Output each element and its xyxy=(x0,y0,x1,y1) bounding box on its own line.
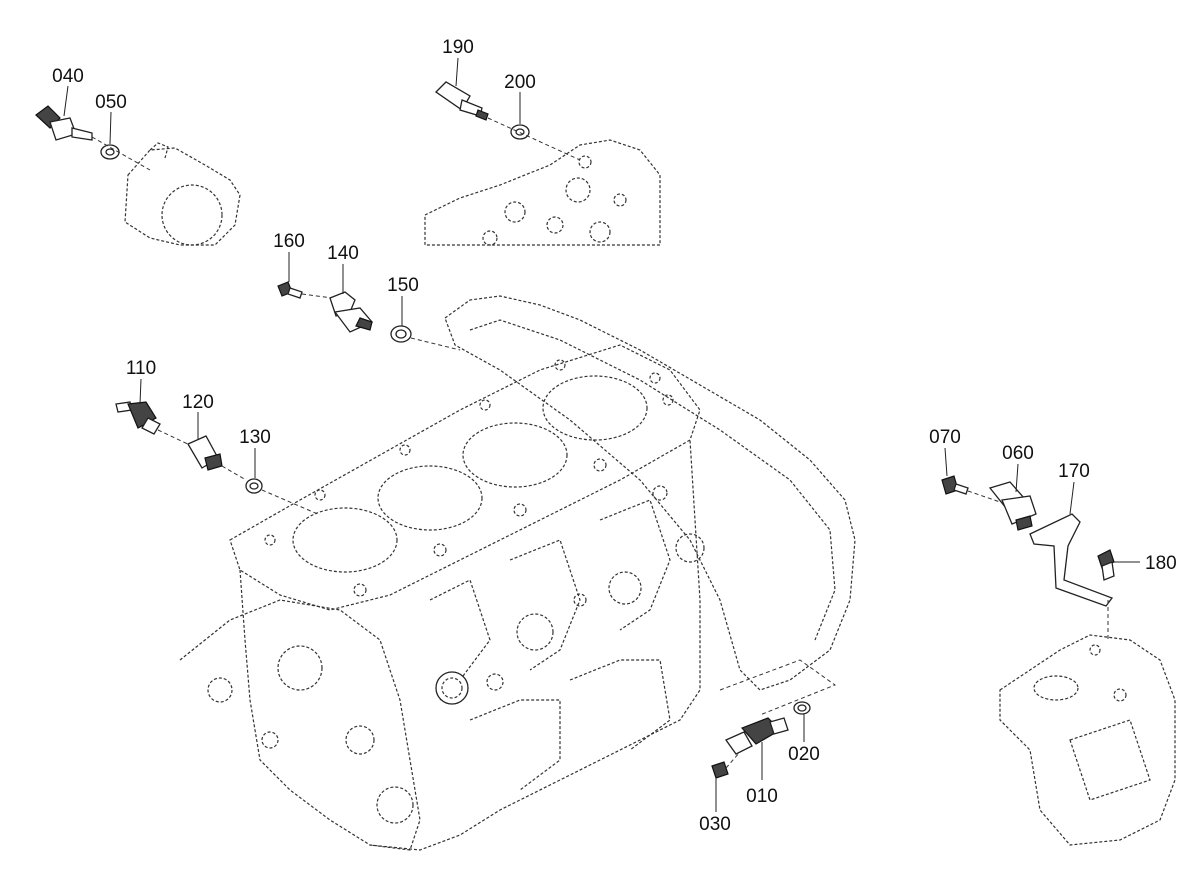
washer-050[interactable] xyxy=(100,144,120,160)
o-ring-020[interactable] xyxy=(793,701,811,715)
o-ring-150[interactable] xyxy=(390,325,412,343)
callouts: 040 050 190 200 160 140 150 110 120 130 … xyxy=(52,37,1177,835)
callout-190: 190 xyxy=(442,37,474,58)
sensor-010[interactable] xyxy=(725,717,789,755)
callout-040: 040 xyxy=(52,66,84,87)
callout-050: 050 xyxy=(95,92,127,113)
bolt-160[interactable] xyxy=(277,281,303,299)
callout-170: 170 xyxy=(1058,461,1090,482)
callout-200: 200 xyxy=(504,72,536,93)
speed-sensor-assembly xyxy=(711,659,837,779)
nut-030[interactable] xyxy=(711,761,729,779)
washer-200[interactable] xyxy=(510,124,530,140)
callout-020: 020 xyxy=(788,744,820,765)
temp-sender-040[interactable] xyxy=(35,105,93,141)
callout-150: 150 xyxy=(387,275,419,296)
callout-060: 060 xyxy=(1002,443,1034,464)
callout-140: 140 xyxy=(327,243,359,264)
washer-130[interactable] xyxy=(245,478,263,494)
callout-130: 130 xyxy=(239,427,271,448)
sensor-140[interactable] xyxy=(329,291,374,333)
callout-030: 030 xyxy=(699,814,731,835)
bolt-070[interactable] xyxy=(941,475,969,495)
pressure-switch-110[interactable] xyxy=(115,401,161,435)
cam-sensor-bracket-assembly xyxy=(941,475,1176,846)
callout-010: 010 xyxy=(746,786,778,807)
coolant-temp-sender-assembly xyxy=(35,105,241,246)
cylinder-head-sensor-assembly xyxy=(424,81,661,246)
oil-pressure-switch-assembly xyxy=(115,401,321,516)
crank-position-sensor-assembly xyxy=(277,281,461,351)
sensor-190[interactable] xyxy=(434,81,489,121)
callout-120: 120 xyxy=(182,392,214,413)
leader-lines xyxy=(63,57,1140,812)
gasket-holes xyxy=(264,359,674,597)
callout-070: 070 xyxy=(929,427,961,448)
cam-sensor-060[interactable] xyxy=(988,481,1037,531)
adapter-120[interactable] xyxy=(187,435,223,471)
engine-block xyxy=(179,295,856,851)
callout-160: 160 xyxy=(273,231,305,252)
bolt-180[interactable] xyxy=(1097,549,1115,581)
callout-110: 110 xyxy=(126,358,156,379)
bracket-170[interactable] xyxy=(1029,513,1114,607)
callout-180: 180 xyxy=(1145,553,1177,574)
